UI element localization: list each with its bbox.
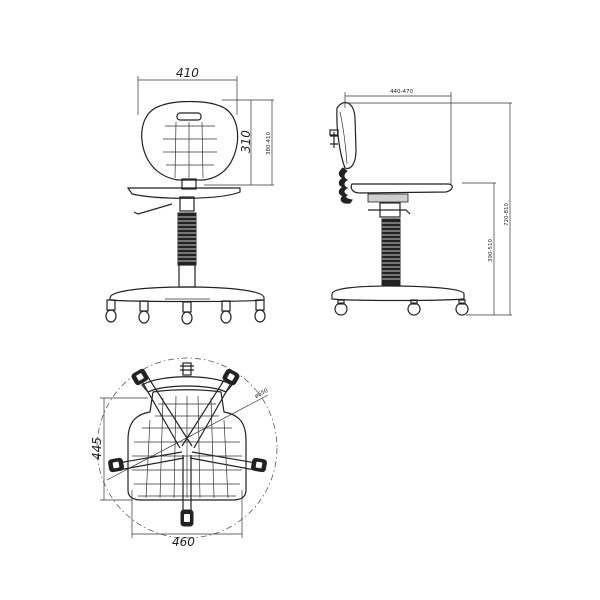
top-caster [131,368,149,386]
side-back-spring [338,167,353,204]
front-back-height-label: 310 [239,130,253,153]
front-height-lever [133,203,173,215]
side-casters [334,299,469,316]
front-casters [105,299,266,325]
front-width-label: 410 [176,66,199,80]
top-caster [251,457,267,473]
top-back-knob [180,362,194,376]
front-caster [254,299,266,323]
front-back-range-label: 380-410 [266,132,272,155]
top-caster [180,509,194,527]
top-casters [108,368,267,527]
front-caster [105,299,117,323]
front-caster [138,300,150,324]
side-back-knob [329,129,339,148]
side-caster [455,299,469,316]
side-seat-height-label: 390-510 [488,239,494,262]
front-back-height-dimension: 310 380-410 [204,99,274,186]
front-caster [220,300,232,324]
top-base-circle [96,357,278,539]
side-lever [368,209,411,215]
side-column-top [379,202,401,218]
side-mechanism [367,193,409,203]
front-backrest-handle [176,112,202,121]
top-caster [222,368,240,386]
front-back-post [181,178,197,190]
side-depth-dimension: 440-470 [344,89,452,185]
top-seat-grid [132,395,242,499]
front-bellows [177,212,197,266]
side-base [331,285,465,302]
front-column-top [179,196,195,212]
side-bellows [381,218,401,286]
front-width-dimension: 410 [137,66,238,115]
top-view: 445 460 ø650 [90,357,278,549]
top-depth-label: 445 [90,437,104,460]
side-backrest [336,101,357,170]
side-view: 440-470 720-810 390-510 [329,89,512,316]
front-column-lower [178,264,196,288]
top-width-label: 460 [172,535,195,549]
side-caster [334,299,348,316]
side-total-height-label: 720-810 [504,203,510,226]
top-caster [108,457,124,473]
front-caster [181,301,193,325]
side-depth-label: 440-470 [390,89,413,95]
side-caster [407,299,421,316]
front-view: 410 310 380-410 [105,66,274,325]
side-height-dimensions: 720-810 390-510 [345,102,512,316]
top-width-dimension: 460 [131,490,243,549]
front-base [109,286,265,303]
front-seat [126,187,241,199]
top-depth-dimension: 445 [90,397,148,501]
front-backrest [141,100,239,181]
top-backrest [141,376,233,393]
side-seat [350,183,453,194]
front-backrest-grid [163,121,217,179]
